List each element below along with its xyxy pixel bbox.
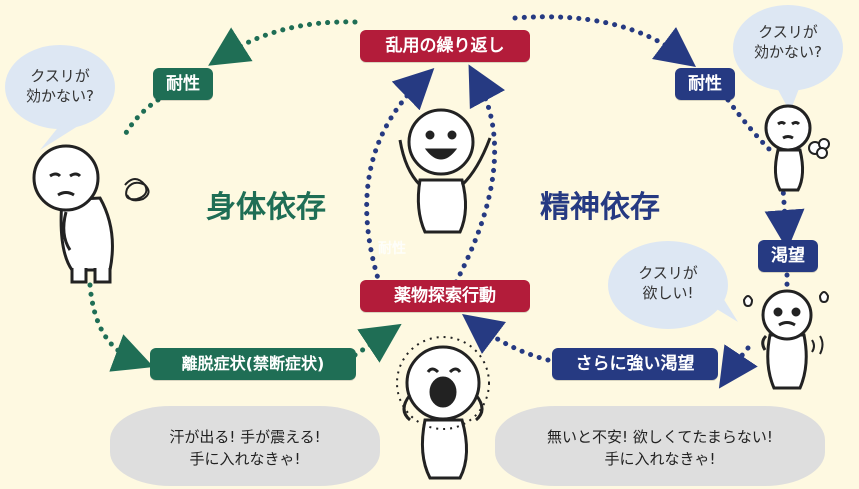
thought-bubble-right-top bbox=[733, 5, 843, 112]
arrow-to-strong-craving bbox=[718, 344, 758, 389]
speech-left-line2: 手に入れなきゃ! bbox=[189, 450, 301, 468]
loop-arrow-left bbox=[364, 68, 435, 288]
withdrawal-label: 離脱症状(禁断症状) bbox=[150, 348, 356, 380]
abuse-repeat-label: 乱用の繰り返し bbox=[360, 30, 530, 62]
mental-dependence-title: 精神依存 bbox=[540, 190, 660, 225]
person-center-happy bbox=[398, 108, 492, 234]
arrow-person-to-withdrawal bbox=[87, 282, 154, 372]
arrow-to-tolerance-right bbox=[512, 14, 697, 67]
shiver-lines-icon bbox=[811, 335, 824, 355]
speech-bubble-left: 汗が出る! 手が震える! 手に入れなきゃ! bbox=[110, 406, 380, 486]
person-mental-sigh bbox=[764, 104, 812, 192]
thought-left-line1: クスリが bbox=[30, 67, 90, 85]
person-center-panic bbox=[396, 336, 490, 480]
speech-right-line2: 手に入れなきゃ! bbox=[604, 450, 716, 468]
arrow-tolerance-to-person bbox=[119, 97, 161, 143]
arrow-tolerance-to-person-right bbox=[725, 97, 773, 153]
thought-text-right-bottom: クスリが 欲しい! bbox=[618, 263, 718, 303]
thought-right-top-line2: 効かない? bbox=[754, 43, 822, 61]
tangled-scribble-icon bbox=[124, 178, 150, 202]
person-mental-anxious bbox=[761, 289, 813, 390]
thought-right-bottom-line1: クスリが bbox=[638, 264, 698, 282]
thought-right-top-line1: クスリが bbox=[758, 23, 818, 41]
thought-text-left: クスリが 効かない? bbox=[10, 66, 110, 106]
thought-left-line2: 効かない? bbox=[26, 87, 94, 105]
person-physical bbox=[32, 144, 114, 284]
tolerance-label-left: 耐性 bbox=[153, 68, 213, 100]
arrow-to-tolerance-left bbox=[208, 19, 358, 66]
craving-label: 渇望 bbox=[758, 240, 818, 272]
speech-bubble-right: 無いと不安! 欲しくてたまらない! 手に入れなきゃ! bbox=[495, 406, 825, 486]
drug-seeking-label: 薬物探索行動 bbox=[360, 280, 530, 312]
speech-right-line1: 無いと不安! 欲しくてたまらない! bbox=[547, 428, 773, 446]
speech-left-line1: 汗が出る! 手が震える! bbox=[169, 428, 321, 446]
strong-craving-label: さらに強い渇望 bbox=[552, 348, 718, 380]
loop-arrow-right bbox=[453, 64, 506, 285]
arrow-withdrawal-to-search bbox=[352, 323, 402, 363]
thought-bubble-left bbox=[5, 45, 115, 150]
arrow-strong-craving-to-search bbox=[461, 314, 551, 363]
thought-right-bottom-line2: 欲しい! bbox=[642, 284, 694, 302]
thought-text-right-top: クスリが 効かない? bbox=[738, 22, 838, 62]
physical-dependence-title: 身体依存 bbox=[206, 190, 326, 225]
tolerance-label-right: 耐性 bbox=[675, 68, 735, 100]
physical-cycle-arrows bbox=[87, 19, 402, 372]
thought-bubble-right-bottom bbox=[608, 241, 738, 329]
sweat-drops-icon bbox=[742, 291, 830, 308]
sigh-puff-icon bbox=[808, 138, 830, 159]
faint-tolerance-text: 耐性 bbox=[378, 241, 406, 257]
